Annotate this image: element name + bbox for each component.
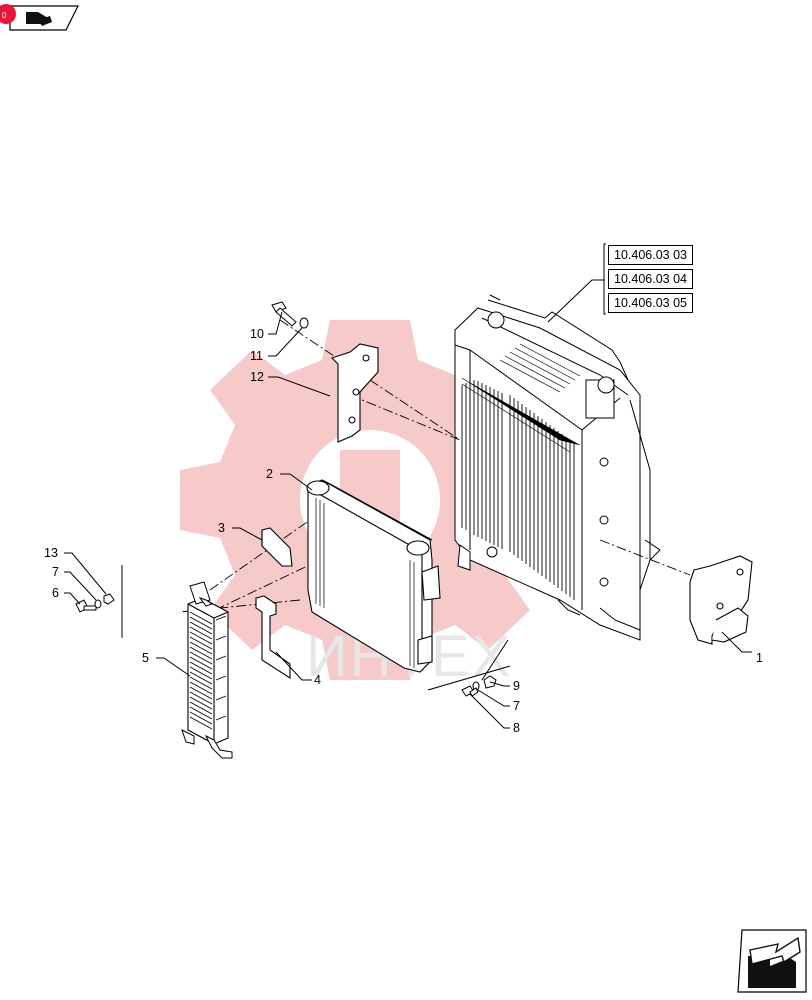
callout-leaders (64, 311, 752, 729)
washer-7-left (94, 599, 102, 609)
alignment-lines (179, 319, 691, 613)
callout-7-left: 7 (52, 565, 59, 579)
washer-11 (299, 317, 309, 329)
page-header-tab (0, 4, 79, 31)
callout-8: 8 (513, 721, 520, 735)
book-icon (26, 12, 52, 26)
bolt-8 (461, 685, 479, 697)
bracket-1 (689, 555, 753, 645)
bolt-10 (271, 301, 297, 327)
radiator-fins (461, 343, 581, 600)
next-page-arrow-icon (748, 936, 801, 988)
next-page-button[interactable] (737, 929, 807, 993)
radiator-assembly (454, 294, 661, 641)
callout-5: 5 (142, 651, 149, 665)
reference-leader (547, 243, 606, 323)
callout-13: 13 (44, 546, 58, 560)
nut-13 (103, 593, 115, 605)
callout-2: 2 (266, 467, 273, 481)
page-badge-number: 0 (2, 11, 7, 20)
reference-box-3[interactable]: 10.406.03 05 (608, 293, 693, 313)
callout-4: 4 (314, 673, 321, 687)
callout-11: 11 (250, 349, 263, 363)
callout-10: 10 (250, 327, 264, 341)
page-badge: 0 (2, 11, 7, 20)
intercooler-2 (306, 479, 441, 673)
reference-box-1[interactable]: 10.406.03 03 (608, 245, 693, 265)
callout-1: 1 (756, 651, 763, 665)
page-badge-icon (0, 4, 16, 24)
screw-6 (75, 599, 97, 613)
callout-12: 12 (250, 370, 264, 384)
oil-cooler-frame-lines (121, 565, 511, 691)
bracket-12 (330, 343, 379, 443)
callout-3: 3 (218, 521, 225, 535)
reference-box-2[interactable]: 10.406.03 04 (608, 269, 693, 289)
callout-7-right: 7 (513, 699, 520, 713)
oil-cooler-fins (189, 611, 227, 730)
callout-6: 6 (52, 586, 59, 600)
oil-cooler-5 (187, 597, 229, 745)
callout-9: 9 (513, 679, 520, 693)
callout-labels: 1 2 3 4 5 6 7 8 9 10 11 12 13 7 (44, 327, 763, 735)
oil-cooler-fittings (181, 581, 233, 759)
bracket-3 (261, 527, 293, 567)
